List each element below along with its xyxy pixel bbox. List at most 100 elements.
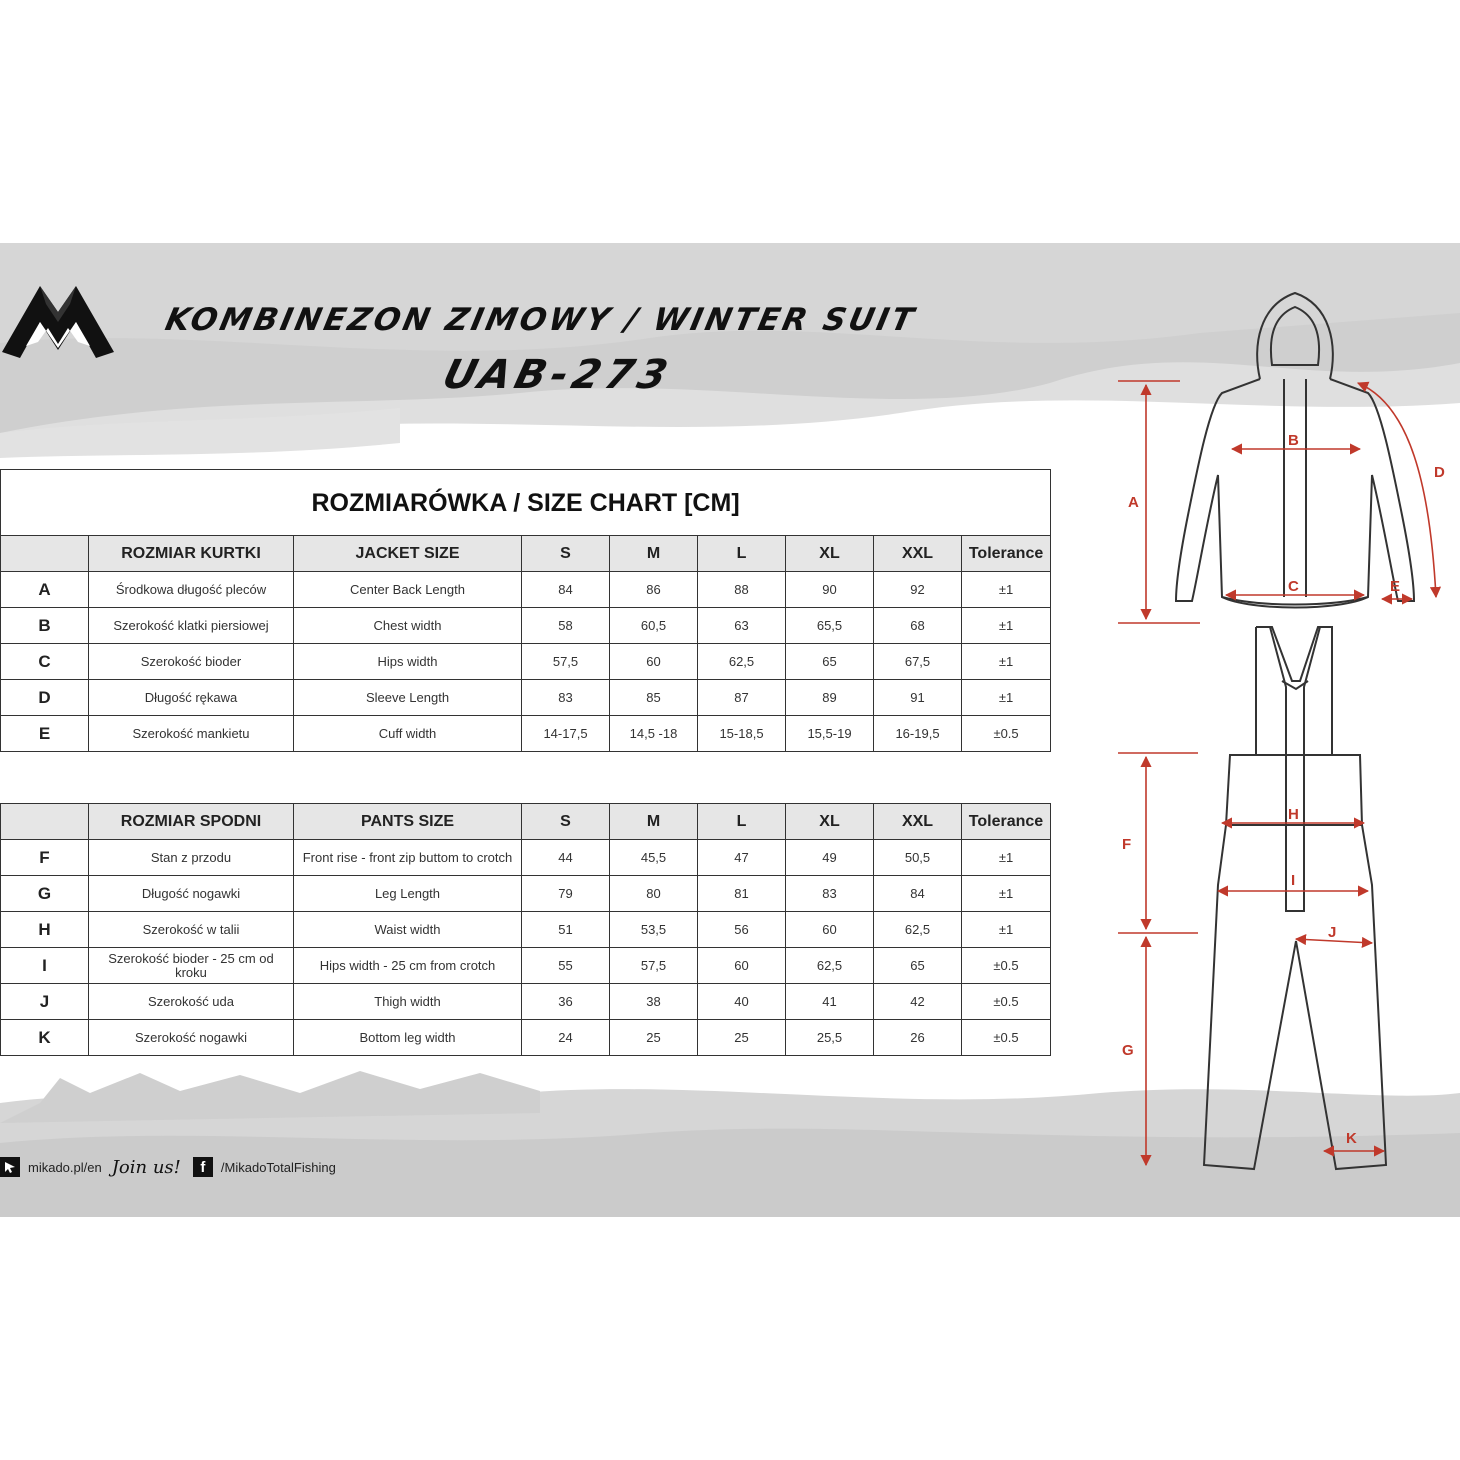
size-value: 15-18,5 [697, 715, 786, 752]
size-value: 84 [521, 571, 610, 608]
size-value: 80 [609, 875, 698, 912]
row-name-en: Leg Length [293, 875, 522, 912]
size-value: 60,5 [609, 607, 698, 644]
size-value: 56 [697, 911, 786, 948]
footer: mikado.pl/en Join us! f /MikadoTotalFish… [0, 1152, 346, 1182]
size-value: 83 [785, 875, 874, 912]
size-value: 92 [873, 571, 962, 608]
website-link[interactable]: mikado.pl/en [0, 1157, 102, 1177]
tolerance-value: ±1 [960, 571, 1052, 608]
size-value: 60 [609, 643, 698, 680]
size-value: 14-17,5 [521, 715, 610, 752]
row-name-en: Waist width [293, 911, 522, 948]
header-blank [0, 803, 89, 840]
size-value: 42 [873, 983, 962, 1020]
row-letter: D [0, 679, 89, 716]
table-header-row: ROZMIAR KURTKI JACKET SIZE S M L XL XXL … [0, 535, 1052, 572]
size-value: 68 [873, 607, 962, 644]
size-value: 57,5 [521, 643, 610, 680]
size-value: 57,5 [609, 947, 698, 984]
row-name-pl: Długość nogawki [88, 875, 294, 912]
tolerance-value: ±1 [960, 643, 1052, 680]
size-value: 44 [521, 839, 610, 876]
size-value: 26 [873, 1019, 962, 1056]
size-value: 85 [609, 679, 698, 716]
facebook-link[interactable]: f /MikadoTotalFishing [192, 1157, 336, 1177]
label-j: J [1328, 924, 1336, 941]
size-value: 16-19,5 [873, 715, 962, 752]
size-value: 79 [521, 875, 610, 912]
size-value: 25 [609, 1019, 698, 1056]
table-header-row: ROZMIAR SPODNI PANTS SIZE S M L XL XXL T… [0, 803, 1051, 840]
label-k: K [1346, 1130, 1357, 1147]
tolerance-value: ±1 [960, 607, 1052, 644]
measurement-letters: A B C D E F G H I J K [1122, 432, 1445, 1147]
label-e: E [1390, 578, 1400, 595]
mikado-logo [2, 286, 114, 358]
size-value: 60 [785, 911, 874, 948]
jacket-outline [1174, 291, 1416, 609]
label-h: H [1288, 806, 1299, 823]
row-name-pl: Szerokość mankietu [88, 715, 294, 752]
size-value: 81 [697, 875, 786, 912]
model-number: UAB-273 [438, 352, 677, 398]
row-name-pl: Szerokość bioder [88, 643, 294, 680]
row-name-en: Chest width [293, 607, 522, 644]
size-value: 25,5 [785, 1019, 874, 1056]
size-value: 41 [785, 983, 874, 1020]
pants-outline [1202, 626, 1388, 1171]
size-value: 58 [521, 607, 610, 644]
join-us-text: Join us! [111, 1156, 181, 1178]
size-value: 62,5 [697, 643, 786, 680]
size-value: 62,5 [785, 947, 874, 984]
label-g: G [1122, 1042, 1134, 1059]
size-value: 24 [521, 1019, 610, 1056]
header-cell: ROZMIAR SPODNI [88, 803, 294, 840]
size-value: 87 [697, 679, 786, 716]
size-value: 86 [609, 571, 698, 608]
size-value: 63 [697, 607, 786, 644]
size-value: 60 [697, 947, 786, 984]
size-value: 62,5 [873, 911, 962, 948]
row-name-en: Front rise - front zip buttom to crotch [293, 839, 522, 876]
row-letter: C [0, 643, 89, 680]
header-cell: M [609, 535, 698, 572]
size-value: 91 [873, 679, 962, 716]
header-blank [0, 535, 89, 572]
row-letter: H [0, 911, 89, 948]
tolerance-value: ±1 [961, 911, 1051, 948]
size-value: 36 [521, 983, 610, 1020]
label-a: A [1128, 494, 1139, 511]
label-i: I [1291, 872, 1295, 889]
header-cell: S [521, 535, 610, 572]
size-value: 89 [785, 679, 874, 716]
header-cell: XL [785, 803, 874, 840]
row-name-en: Hips width [293, 643, 522, 680]
row-name-en: Thigh width [293, 983, 522, 1020]
tolerance-value: ±0.5 [961, 983, 1051, 1020]
size-value: 84 [873, 875, 962, 912]
header-cell: Tolerance [960, 535, 1052, 572]
size-value: 65 [873, 947, 962, 984]
row-letter: B [0, 607, 89, 644]
facebook-icon: f [192, 1157, 213, 1177]
website-text: mikado.pl/en [28, 1159, 102, 1175]
row-letter: K [0, 1019, 89, 1056]
header-cell: XXL [873, 803, 962, 840]
page-title: KOMBINEZON ZIMOWY / WINTER SUIT [162, 302, 920, 338]
jacket-size-table: ROZMIARÓWKA / SIZE CHART [CM] ROZMIAR KU… [0, 469, 1052, 752]
size-value: 88 [697, 571, 786, 608]
size-value: 83 [521, 679, 610, 716]
tolerance-value: ±1 [961, 839, 1051, 876]
header-cell: XXL [873, 535, 962, 572]
size-value: 15,5-19 [785, 715, 874, 752]
size-value: 49 [785, 839, 874, 876]
row-name-pl: Stan z przodu [88, 839, 294, 876]
label-f: F [1122, 836, 1131, 853]
